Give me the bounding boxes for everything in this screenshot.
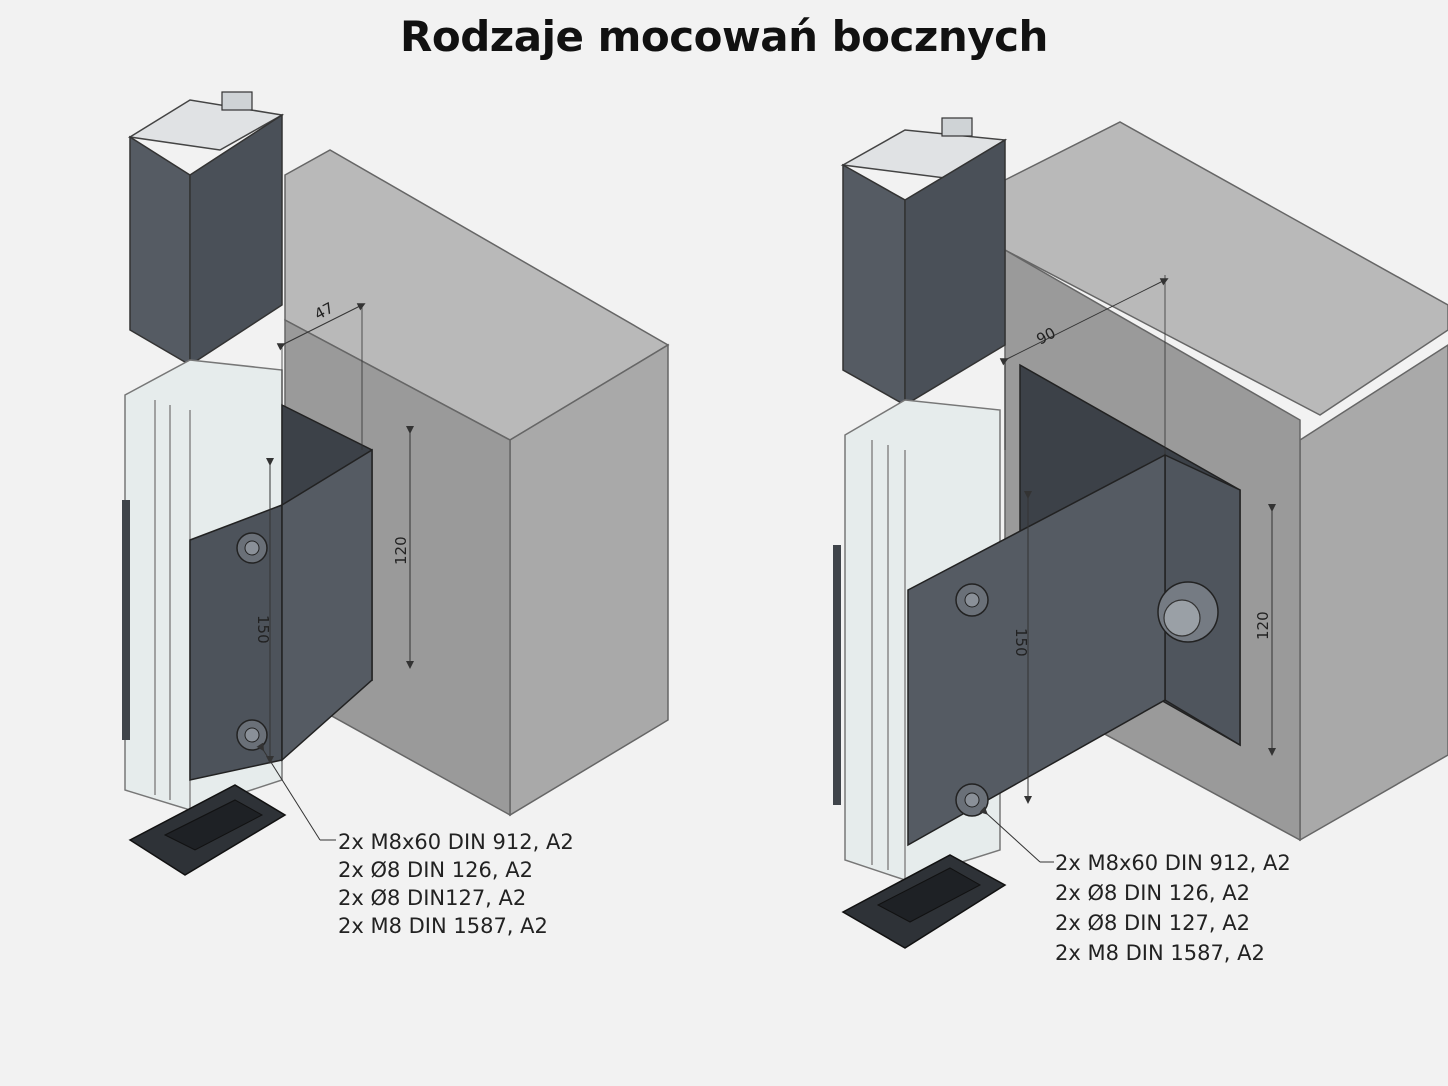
left-bracket: [189, 403, 373, 781]
right-height-outer-dim: 120: [1254, 611, 1272, 640]
right-top-post: [840, 117, 1008, 407]
left-spec-item: 2x Ø8 DIN 126, A2: [338, 858, 533, 882]
left-spec-item: 2x Ø8 DIN127, A2: [338, 886, 527, 910]
right-bracket: [907, 363, 1241, 847]
left-height-outer-dim: 120: [392, 536, 410, 565]
right-assembly: 90 120 150: [833, 117, 1448, 949]
right-spec-item: 2x Ø8 DIN 126, A2: [1055, 881, 1250, 905]
left-height-inner-dim: 150: [254, 615, 272, 644]
right-spec-list: 2x M8x60 DIN 912, A2 2x Ø8 DIN 126, A2 2…: [1055, 848, 1291, 968]
right-base-plate: [841, 854, 1007, 949]
right-spec-item: 2x M8 DIN 1587, A2: [1055, 941, 1265, 965]
right-dimensions: [979, 275, 1276, 863]
left-dimensions: [256, 303, 414, 841]
left-assembly: 47 120 150: [122, 91, 670, 876]
diagram-title: Rodzaje mocowań bocznych: [400, 12, 1048, 61]
left-spec-item: 2x M8x60 DIN 912, A2: [338, 830, 574, 854]
left-spec-item: 2x M8 DIN 1587, A2: [338, 914, 548, 938]
left-top-post: [127, 91, 285, 367]
right-spec-item: 2x M8x60 DIN 912, A2: [1055, 851, 1291, 875]
right-height-inner-dim: 150: [1012, 628, 1030, 657]
right-spec-item: 2x Ø8 DIN 127, A2: [1055, 911, 1250, 935]
left-spec-list: 2x M8x60 DIN 912, A2 2x Ø8 DIN 126, A2 2…: [338, 828, 574, 940]
left-base-plate: [128, 784, 287, 876]
